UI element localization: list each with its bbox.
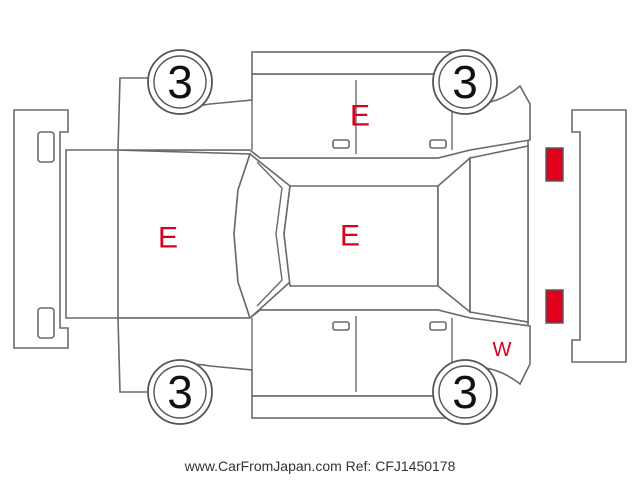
rear-lamp-bottom: [545, 289, 564, 324]
roof-panel: [283, 185, 439, 287]
damage-code-left-rear: W: [493, 339, 512, 361]
wheel-grade: 3: [167, 56, 193, 108]
front-bumper: [13, 109, 69, 349]
left-side-panel: [117, 309, 531, 419]
wheel-grade: 3: [452, 56, 478, 108]
wheel-grade: 3: [452, 366, 478, 418]
wheel-rear-left: 3: [432, 359, 498, 425]
wheel-grade: 3: [167, 366, 193, 418]
rear-lamp-top: [545, 147, 564, 182]
wheel-rear-right: 3: [432, 49, 498, 115]
rear-bumper: [571, 109, 627, 363]
damage-code-roof: E: [340, 220, 360, 253]
wheel-front-right: 3: [147, 49, 213, 115]
damage-code-right-side: E: [350, 100, 370, 133]
reference-footer: www.CarFromJapan.com Ref: CFJ1450178: [184, 458, 456, 474]
tailgate-panel: [469, 145, 529, 323]
damage-code-hood: E: [158, 222, 178, 255]
hood-panel: [117, 149, 252, 319]
right-side-panel: [117, 51, 531, 159]
wheel-front-left: 3: [147, 359, 213, 425]
rear-glass: [437, 156, 471, 314]
